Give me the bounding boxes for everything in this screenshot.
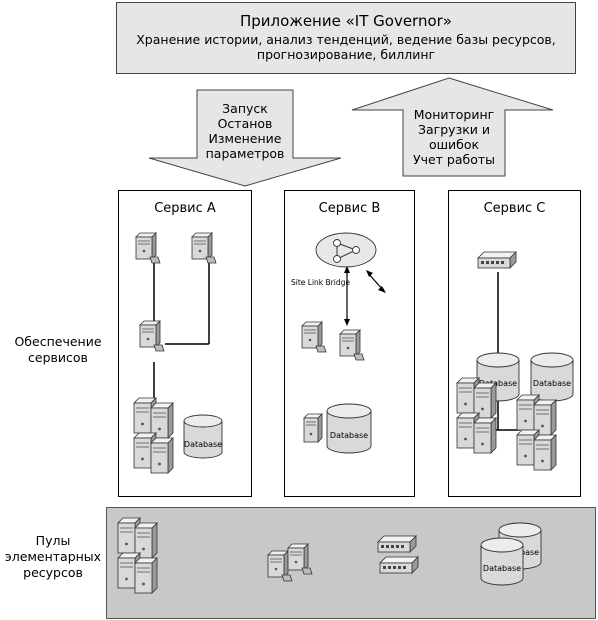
pools-label-line3: ресурсов bbox=[23, 565, 83, 580]
database-label: Database bbox=[184, 440, 222, 449]
network-switch-icon bbox=[377, 535, 419, 574]
server-icon bbox=[301, 321, 327, 353]
control-line-2: Останов bbox=[217, 116, 273, 131]
arrows-layer bbox=[148, 77, 554, 187]
database-icon: Database bbox=[480, 537, 524, 586]
control-line-4: параметров bbox=[205, 146, 285, 161]
control-arrow-text: Запуск Останов Изменение параметров bbox=[197, 101, 293, 161]
provisioning-label: Обеспечение сервисов bbox=[6, 334, 110, 366]
pools-label-line2: элементарных bbox=[4, 549, 102, 564]
database-label: Database bbox=[479, 379, 517, 388]
pools-label: Пулы элементарных ресурсов bbox=[2, 533, 104, 581]
monitoring-line-1: Мониторинг bbox=[413, 107, 495, 122]
service-c-title: Сервис C bbox=[483, 201, 546, 216]
pools-label-line1: Пулы bbox=[35, 533, 71, 548]
control-arrow-down bbox=[148, 89, 342, 187]
site-link-bridge-icon bbox=[315, 232, 377, 268]
monitoring-arrow-text: Мониторинг Загрузки и ошибок Учет работы bbox=[403, 107, 505, 167]
monitoring-arrow-up bbox=[351, 77, 554, 177]
server-rack-icon bbox=[133, 397, 174, 474]
app-subtitle-line1: Хранение истории, анализ тенденций, веде… bbox=[136, 32, 556, 47]
database-icon: Database bbox=[183, 414, 223, 459]
monitoring-line-2: Загрузки и bbox=[418, 122, 490, 137]
service-a-network bbox=[153, 258, 210, 400]
monitoring-line-3: ошибок bbox=[428, 137, 480, 152]
database-label: Database bbox=[330, 431, 368, 440]
server-icon bbox=[191, 232, 217, 264]
server-icon bbox=[339, 329, 365, 361]
control-line-1: Запуск bbox=[222, 101, 268, 116]
server-rack-icon bbox=[456, 377, 497, 454]
server-icon bbox=[135, 232, 161, 264]
server-icon bbox=[267, 543, 313, 582]
provisioning-label-line1: Обеспечение bbox=[14, 334, 102, 349]
monitoring-line-4: Учет работы bbox=[412, 152, 496, 167]
database-label: Database bbox=[533, 379, 571, 388]
app-subtitle-line2: прогнозирование, биллинг bbox=[256, 47, 436, 62]
server-icon bbox=[139, 320, 165, 352]
app-title: Приложение «IT Governor» bbox=[240, 12, 452, 30]
bidirectional-arrow-icon bbox=[344, 266, 386, 326]
database-icon: Database bbox=[530, 352, 574, 402]
network-switch-icon bbox=[477, 251, 517, 269]
server-rack-icon bbox=[117, 517, 158, 594]
service-b-title: Сервис B bbox=[318, 201, 381, 216]
database-icon: Database bbox=[326, 403, 372, 454]
server-icon bbox=[303, 413, 323, 443]
site-link-bridge-label: Site Link Bridge bbox=[291, 278, 350, 287]
control-line-3: Изменение bbox=[208, 131, 282, 146]
server-rack-icon bbox=[516, 394, 557, 471]
provisioning-label-line2: сервисов bbox=[28, 350, 88, 365]
service-a-title: Сервис A bbox=[154, 201, 216, 216]
app-box: Приложение «IT Governor» Хранение истори… bbox=[116, 2, 576, 74]
database-label: Database bbox=[483, 564, 521, 573]
